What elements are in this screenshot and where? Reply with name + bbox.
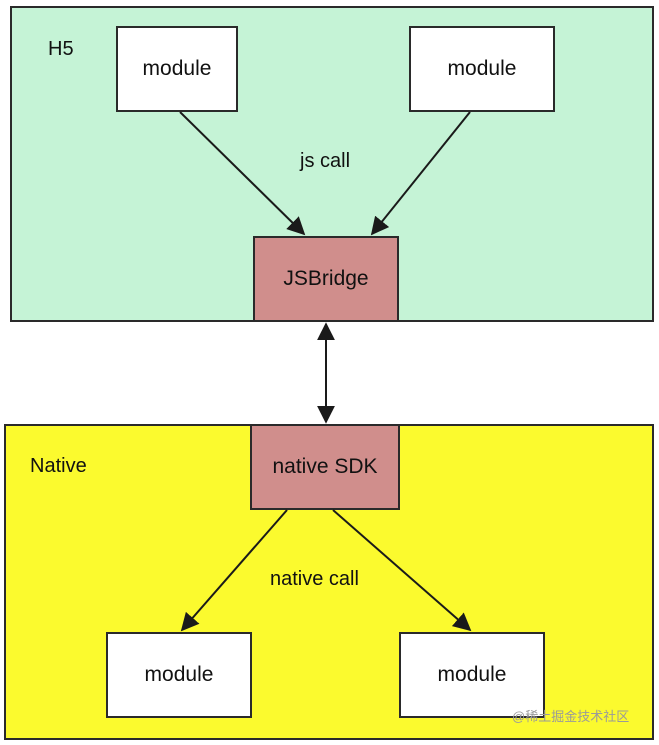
jsbridge-box: JSBridge (253, 236, 399, 322)
arrow-h5-right-module-to-jsbridge (370, 111, 471, 236)
native-region-label: Native (30, 455, 87, 477)
native-call-label: native call (270, 568, 359, 590)
native-sdk-box: native SDK (250, 424, 400, 510)
native-module-left: module (106, 632, 252, 718)
arrow-native-sdk-to-left-module (180, 509, 288, 632)
watermark-text: @稀土掘金技术社区 (512, 709, 630, 724)
h5-region-label: H5 (48, 38, 74, 60)
h5-module-right: module (409, 26, 555, 112)
js-call-label: js call (300, 150, 351, 172)
arrow-native-sdk-to-right-module (332, 509, 472, 632)
native-module-right: module (399, 632, 545, 718)
h5-module-left: module (116, 26, 238, 112)
arrow-h5-left-module-to-jsbridge (179, 111, 306, 236)
